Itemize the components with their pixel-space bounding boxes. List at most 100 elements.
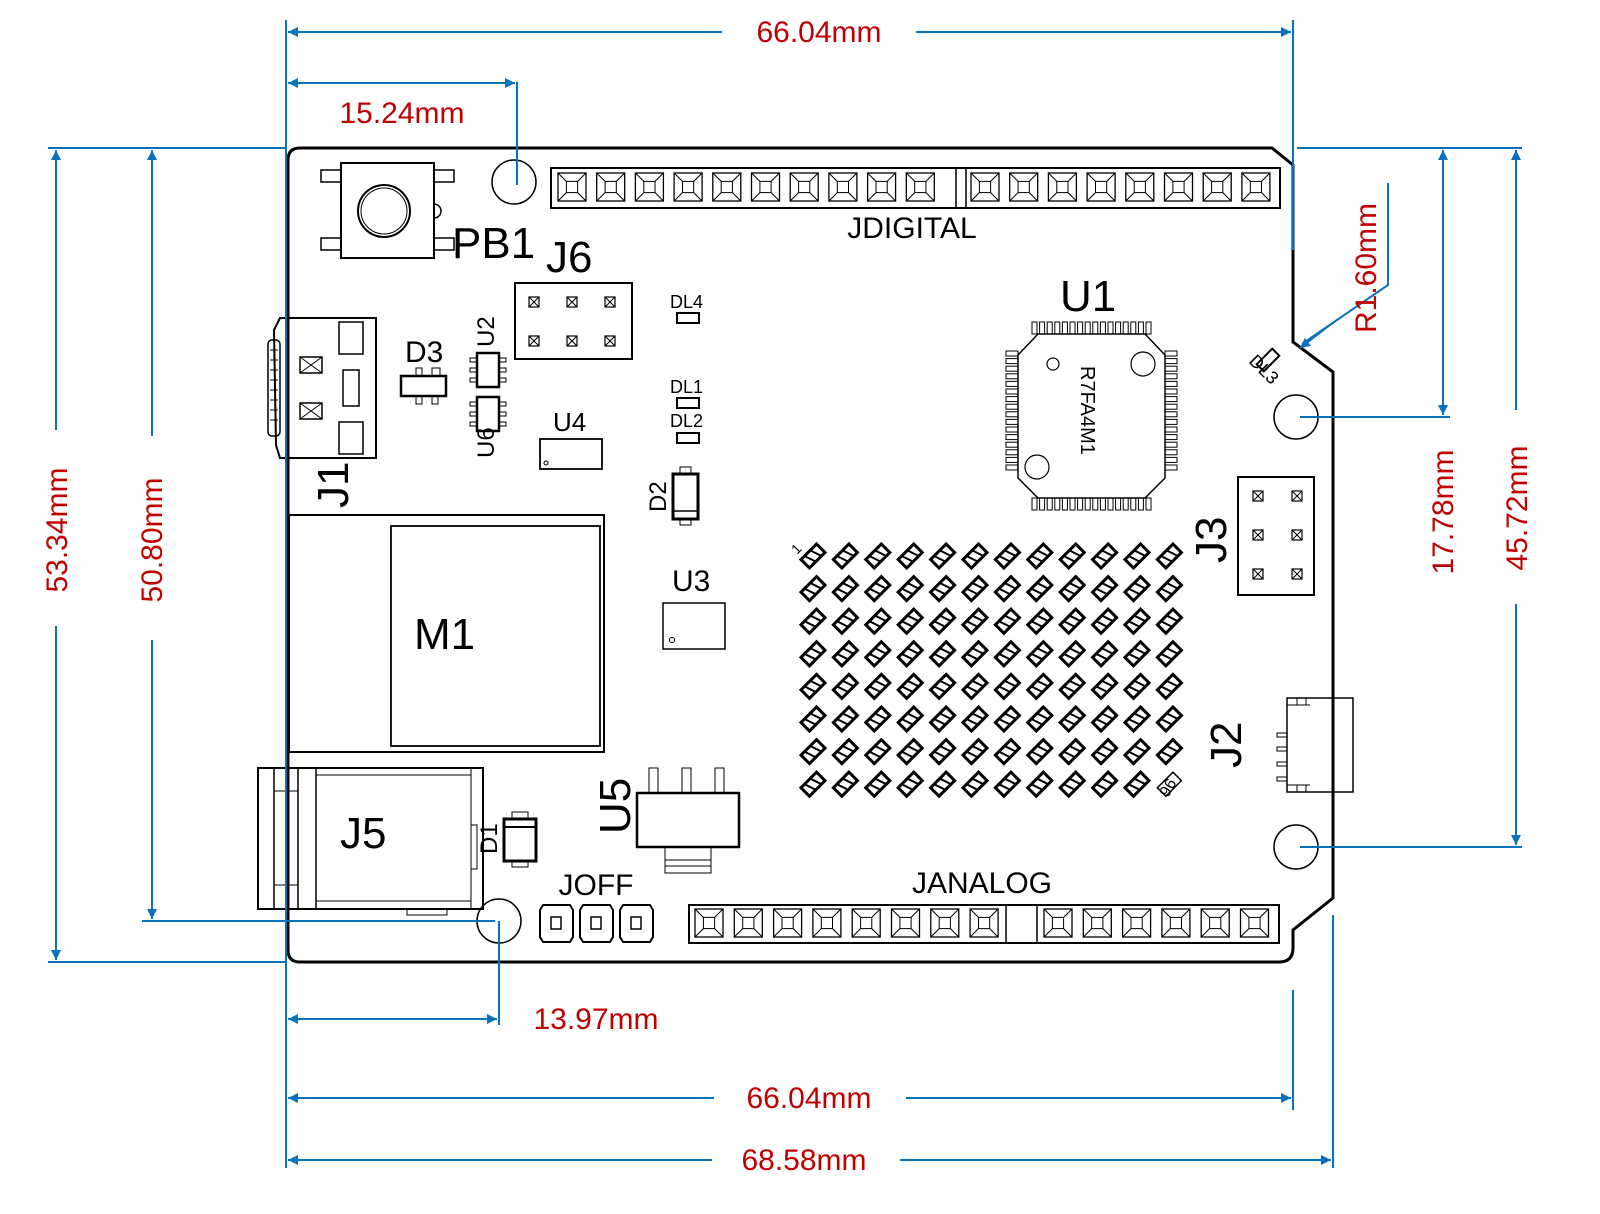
dimension-bottom-hole-offset-text: 13.97mm <box>533 1003 658 1036</box>
u1-pin <box>1145 497 1152 511</box>
j6-pin <box>528 335 540 347</box>
led-matrix-led <box>1025 704 1054 734</box>
u4-chip <box>539 438 603 470</box>
dimension-bottom-width-inner-text: 66.04mm <box>746 1082 871 1115</box>
u1-pin <box>1145 321 1152 335</box>
dimension-corner-radius: R1.60mm <box>1299 183 1389 349</box>
led-matrix-led <box>798 639 828 668</box>
dimension-right-hole-spacing-upper: 17.78mm <box>1427 150 1460 575</box>
u1-mcu <box>1005 321 1178 511</box>
led-matrix-led <box>960 704 990 734</box>
led-matrix-led <box>1058 737 1087 766</box>
j3-pin <box>1291 490 1303 502</box>
led-matrix-led <box>1058 607 1087 636</box>
j3-pin <box>1252 490 1264 502</box>
led-matrix-led <box>863 639 892 668</box>
led-matrix-led <box>993 770 1022 799</box>
u1-pin <box>1077 321 1084 335</box>
extension-lines <box>48 20 1522 1168</box>
u1-pin <box>1092 321 1099 335</box>
led-matrix-led <box>928 639 957 668</box>
jdigital-pin <box>1163 172 1194 202</box>
u1-pin <box>1005 411 1019 418</box>
j6-pin <box>528 296 540 308</box>
j3-pin <box>1252 529 1264 541</box>
led-matrix-led <box>1025 672 1054 701</box>
led-matrix-led <box>863 607 892 636</box>
dl3-label: DL3 <box>1245 351 1282 388</box>
u1-pin <box>1164 373 1178 380</box>
dimension-bottom-width-outer: 68.58mm <box>288 1144 1331 1177</box>
led-matrix-led <box>960 770 990 799</box>
j1-label: J1 <box>309 462 358 508</box>
janalog-label: JANALOG <box>912 867 1052 900</box>
led-matrix-led <box>1122 672 1152 701</box>
u1-pin <box>1005 426 1019 433</box>
led-matrix-led <box>896 770 925 799</box>
led-matrix-led <box>1155 607 1184 636</box>
u1-pin <box>1061 321 1068 335</box>
u1-pin <box>1005 350 1019 357</box>
led-matrix-led <box>1090 737 1119 766</box>
led-matrix-led <box>896 704 925 734</box>
joff-header <box>539 904 654 943</box>
janalog-pin <box>969 908 999 938</box>
jdigital-pin <box>596 172 626 202</box>
led-matrix-led <box>993 607 1022 636</box>
led-matrix-led <box>896 574 925 603</box>
d2-label: D2 <box>645 481 672 512</box>
led-matrix-led <box>1122 704 1152 734</box>
janalog-pin <box>1082 908 1112 938</box>
u6-label: U6 <box>473 427 500 458</box>
u1-pin <box>1115 497 1122 511</box>
jdigital-pin <box>673 172 703 202</box>
j2-label: J2 <box>1202 722 1251 768</box>
u1-pin <box>1077 497 1084 511</box>
j6-label: J6 <box>546 233 592 282</box>
u1-pin <box>1005 358 1019 365</box>
jdigital-pin <box>828 172 858 202</box>
dimension-right-hole-spacing-total-text: 45.72mm <box>1501 445 1534 570</box>
board-outline <box>286 146 1335 964</box>
led-matrix-led <box>863 672 892 701</box>
u1-pin <box>1164 365 1178 372</box>
u1-pin <box>1061 497 1068 511</box>
led-matrix-led <box>1025 770 1054 799</box>
u1-pin <box>1005 365 1019 372</box>
u1-pin <box>1005 449 1019 456</box>
led-matrix-first-label: 1 <box>788 540 805 557</box>
j5-power-jack <box>257 767 484 916</box>
led-matrix-led <box>960 574 990 603</box>
jdigital-pin <box>1009 172 1039 202</box>
d1-diode <box>502 811 538 868</box>
janalog-pin <box>1239 908 1270 938</box>
led-matrix-led <box>1058 672 1087 701</box>
janalog-pin <box>812 908 842 938</box>
led-matrix-led <box>993 737 1022 766</box>
led-matrix-led <box>1155 574 1184 603</box>
u4-label: U4 <box>553 407 586 437</box>
u1-pin <box>1031 321 1038 335</box>
dl4-led <box>676 312 700 324</box>
led-matrix-led <box>993 672 1022 701</box>
janalog-pin <box>694 908 724 938</box>
u1-pin <box>1164 396 1178 403</box>
dl4-label: DL4 <box>670 292 703 312</box>
led-matrix-led <box>928 607 957 636</box>
u1-pin <box>1005 373 1019 380</box>
dl1-label: DL1 <box>670 377 703 397</box>
dimension-left-height-outer: 53.34mm <box>41 150 74 960</box>
led-matrix-led <box>1090 541 1119 571</box>
dimension-top-hole-offset-text: 15.24mm <box>339 97 464 130</box>
u1-pin <box>1005 388 1019 395</box>
led-matrix-led <box>1155 737 1184 766</box>
led-matrix-led <box>831 607 860 636</box>
d3-label: D3 <box>405 336 443 369</box>
led-matrix-led <box>896 737 925 766</box>
u1-pin <box>1107 321 1114 335</box>
u3-label: U3 <box>672 565 710 598</box>
led-matrix-led <box>1025 541 1054 571</box>
u1-pin <box>1005 434 1019 441</box>
u1-pin <box>1164 350 1178 357</box>
led-matrix-led <box>928 672 957 701</box>
